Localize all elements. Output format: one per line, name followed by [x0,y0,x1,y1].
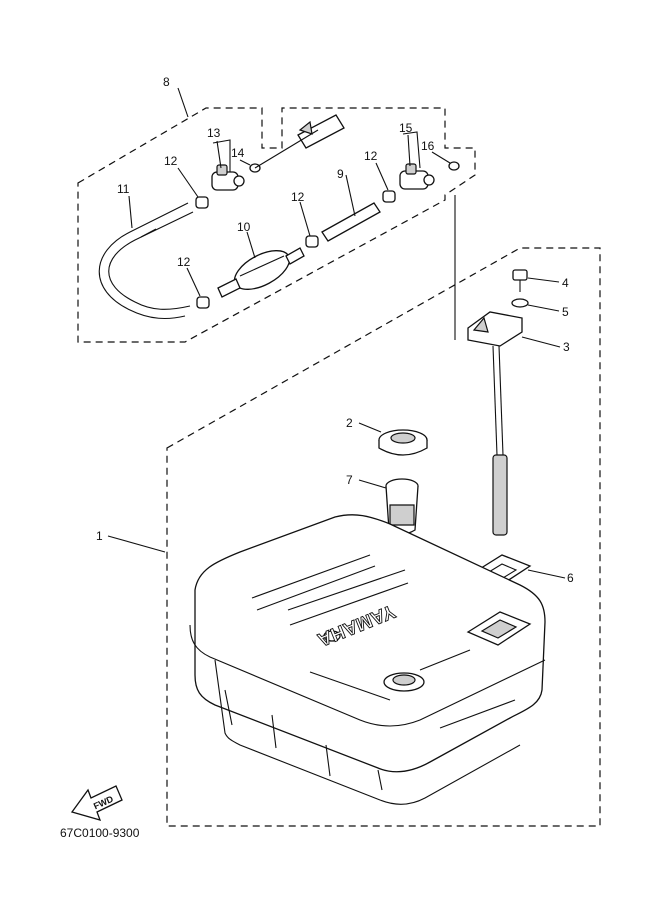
hose-joint-15 [399,163,435,190]
callout-15: 15 [399,121,413,135]
primer-bulb-10 [217,247,305,298]
callout-3: 3 [563,340,570,354]
document-code: 67C0100-9300 [60,826,140,840]
hose-clip-12b [382,190,396,203]
callout-1: 1 [96,529,103,543]
tank-group-boundary [166,247,601,827]
callout-9: 9 [337,167,344,181]
fuel-tank-1: YAMAHA [189,514,546,805]
fuel-hose-9 [321,202,381,242]
hose-clip-12d [196,296,210,309]
callout-14: 14 [231,146,245,160]
hose-clip-12c [305,235,319,248]
callout-16: 16 [421,139,435,153]
callout-2: 2 [346,416,353,430]
callout-5: 5 [562,305,569,319]
callout-12b: 12 [364,149,378,163]
o-ring-16 [448,161,460,171]
callout-6: 6 [567,571,574,585]
fwd-direction-arrow: FWD [70,785,123,821]
fuel-strainer-7 [385,478,419,535]
filler-cap-2 [378,429,428,456]
hose-clip-12a [195,196,209,209]
screw-4 [512,269,528,292]
callout-13: 13 [207,126,221,140]
fuel-gauge-3 [467,311,523,536]
callout-12d: 12 [177,255,191,269]
fuel-hose-11 [98,202,189,320]
callout-7: 7 [346,473,353,487]
hose-joint-13 [211,164,245,191]
tank-connector-14 [249,114,345,173]
fuel-line-group-boundary [77,107,476,343]
callout-10: 10 [237,220,251,234]
callout-11: 11 [117,182,130,196]
callout-8: 8 [163,75,170,89]
callout-12c: 12 [291,190,305,204]
callout-12a: 12 [164,154,178,168]
washer-5 [511,298,529,308]
callout-4: 4 [562,276,569,290]
